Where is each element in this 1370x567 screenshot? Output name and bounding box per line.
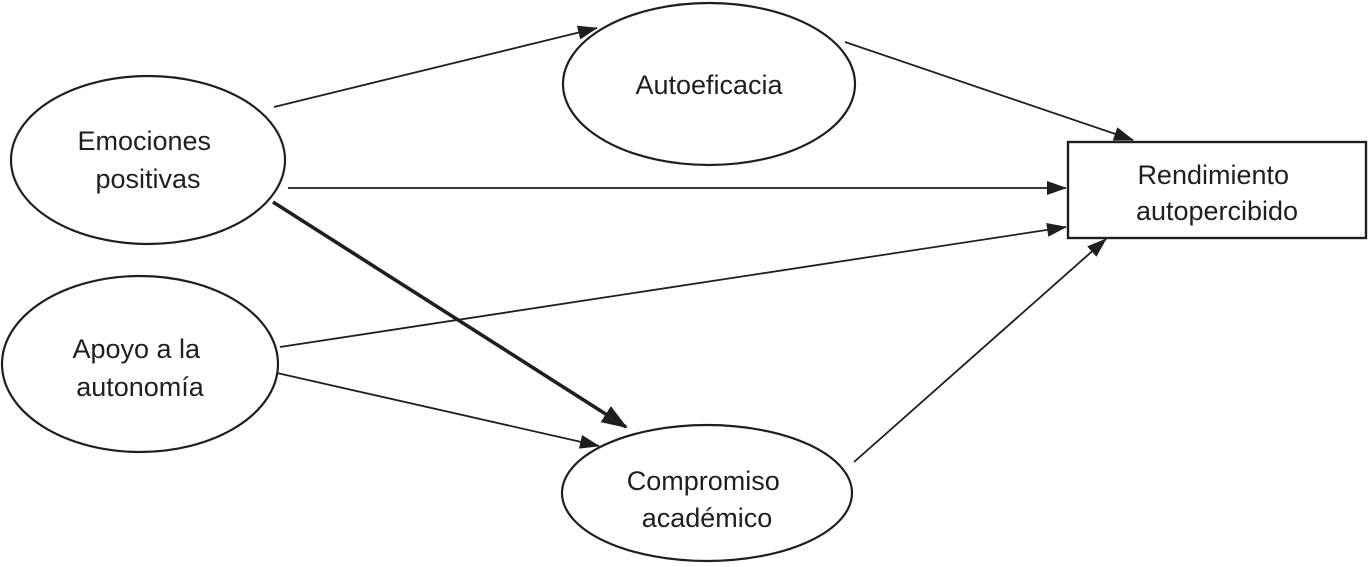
edge-emociones-positivas-to-compromiso-academico xyxy=(272,200,628,429)
label-line: autonomía xyxy=(76,372,205,402)
node-apoyo-autonomia-label: Apoyo a la autonomía xyxy=(72,334,207,402)
label-line: Apoyo a la xyxy=(72,334,201,364)
label-line: Compromiso xyxy=(627,466,780,496)
label-line: académico xyxy=(642,503,773,533)
edge-autoeficacia-to-rendimiento-autopercibido xyxy=(844,41,1134,141)
node-emociones-positivas-shape xyxy=(9,74,287,246)
node-compromiso-academico-shape xyxy=(560,423,854,563)
node-rendimiento-autopercibido-label: Rendimiento autopercibido xyxy=(1136,160,1298,226)
label-line: autopercibido xyxy=(1136,196,1298,226)
edge-apoyo-autonomia-to-rendimiento-autopercibido xyxy=(279,222,1067,348)
edge-emociones-positivas-to-autoeficacia xyxy=(273,25,598,108)
node-apoyo-autonomia-shape xyxy=(0,274,280,454)
node-emociones-positivas-label: Emociones positivas xyxy=(77,126,218,194)
label-line: Autoeficacia xyxy=(635,70,783,100)
node-apoyo-autonomia: Apoyo a la autonomía xyxy=(0,274,280,454)
node-autoeficacia-shape xyxy=(561,1,857,167)
edge-compromiso-academico-to-rendimiento-autopercibido xyxy=(853,238,1107,463)
node-emociones-positivas: Emociones positivas xyxy=(9,74,287,246)
node-compromiso-academico: Compromiso académico xyxy=(560,423,854,563)
label-line: Rendimiento xyxy=(1137,160,1289,190)
label-line: Emociones xyxy=(77,126,211,156)
node-autoeficacia-label: Autoeficacia xyxy=(635,70,783,100)
node-rendimiento-autopercibido: Rendimiento autopercibido xyxy=(1066,140,1368,240)
node-compromiso-academico-label: Compromiso académico xyxy=(627,466,788,533)
label-line: positivas xyxy=(95,164,200,194)
node-autoeficacia: Autoeficacia xyxy=(561,1,857,167)
node-rendimiento-autopercibido-shape xyxy=(1066,140,1368,240)
edge-apoyo-autonomia-to-compromiso-academico xyxy=(276,372,600,449)
